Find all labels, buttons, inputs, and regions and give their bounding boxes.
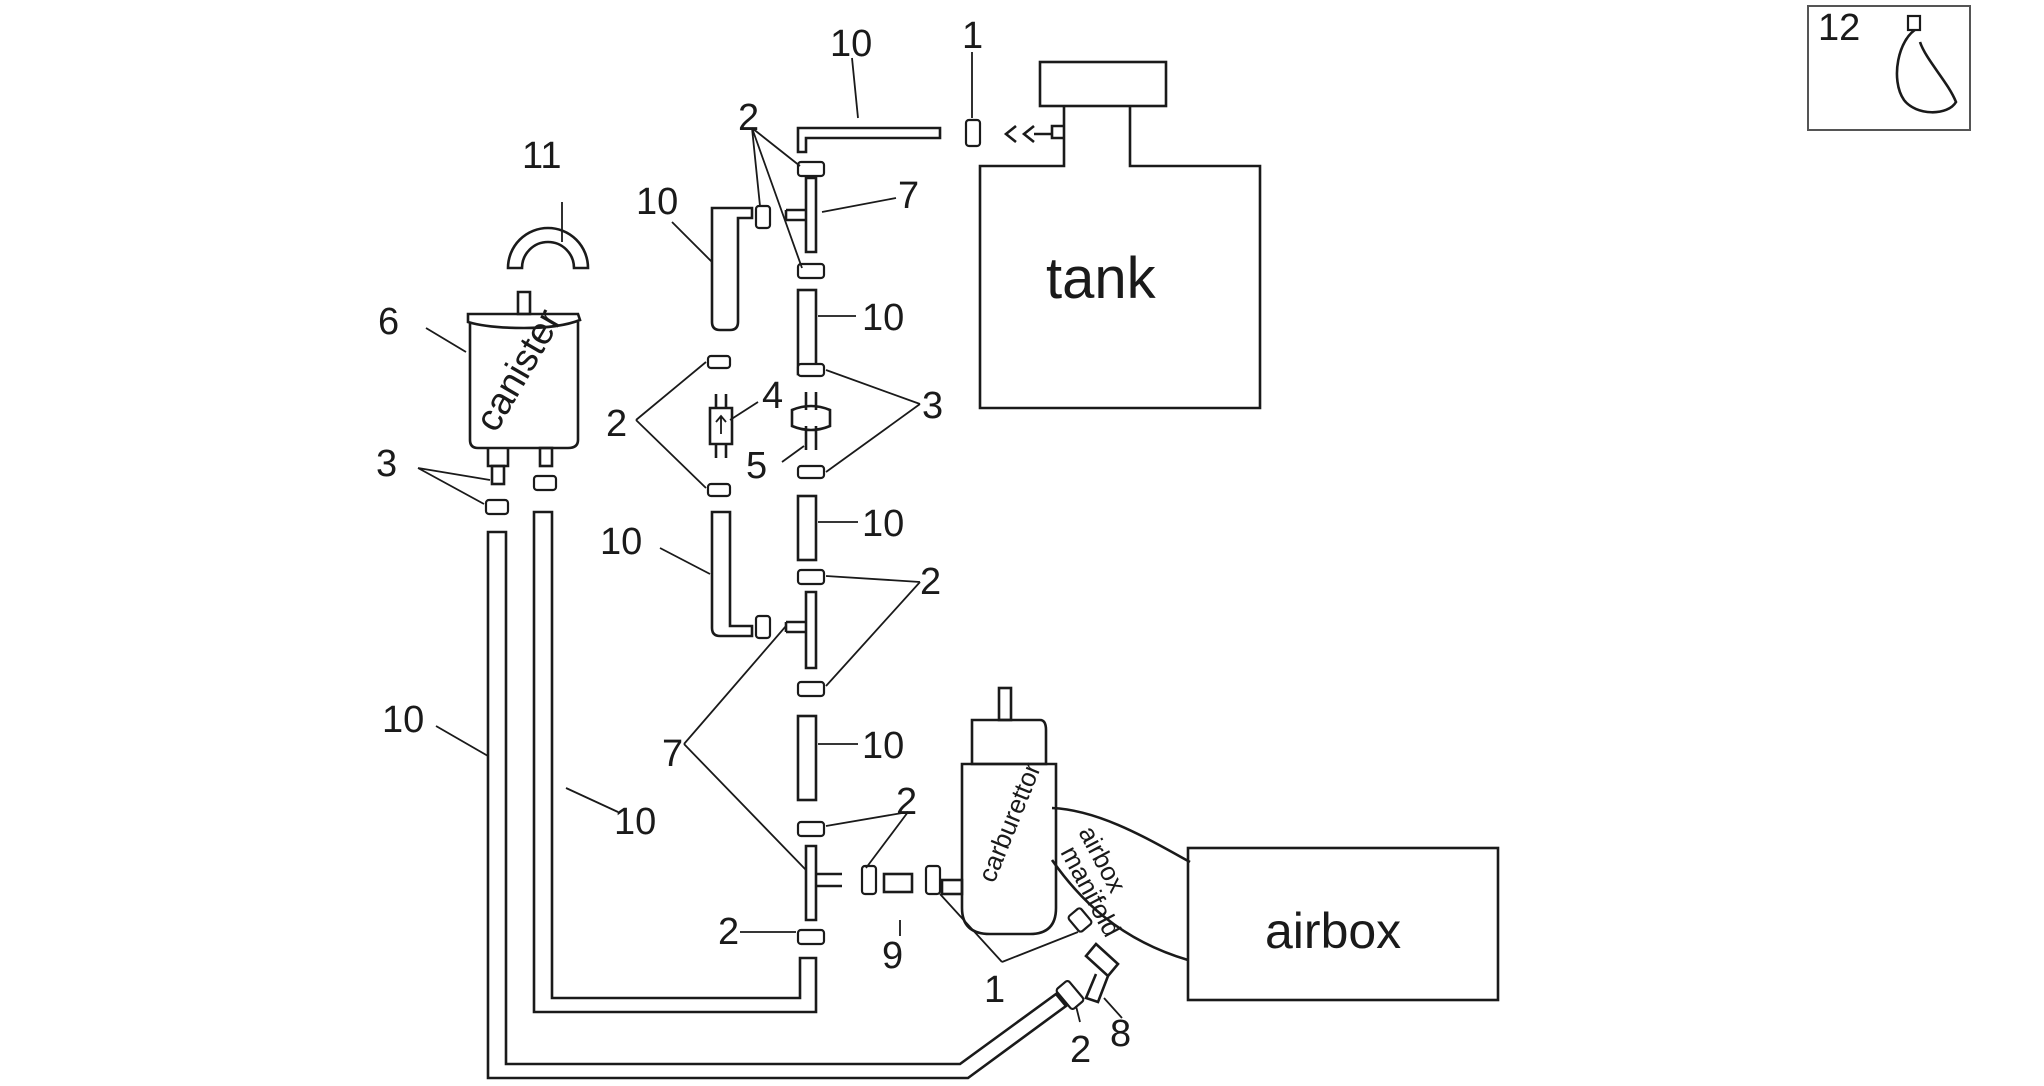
- clamps: [484, 118, 1093, 1010]
- callout-4: 4: [762, 375, 783, 417]
- airbox: airbox: [1186, 846, 1500, 1002]
- airbox-label: airbox: [1265, 903, 1401, 959]
- canister-label: canister: [467, 302, 570, 439]
- airbox-manifold: airbox manifold: [1050, 806, 1191, 962]
- callout-2-left: 2: [606, 403, 627, 445]
- callout-2-top: 2: [738, 97, 759, 139]
- callout-9: 9: [882, 935, 903, 977]
- callout-10-center-1: 10: [862, 297, 904, 339]
- carburettor: carburettor: [940, 686, 1058, 936]
- callout-2-bottom-left: 2: [718, 911, 739, 953]
- fittings: [708, 176, 1120, 1004]
- fuel-tank: tank: [978, 60, 1262, 410]
- callout-1-top: 1: [962, 15, 983, 57]
- callout-10-center-3: 10: [862, 725, 904, 767]
- callout-7-bottom: 7: [662, 733, 683, 775]
- callout-2-bottom-right: 2: [1070, 1029, 1091, 1071]
- callout-10-left-upper: 10: [636, 181, 678, 223]
- canister: canister: [466, 290, 582, 486]
- callout-5: 5: [746, 445, 767, 487]
- callout-3-right: 3: [922, 385, 943, 427]
- callout-10-long-left: 10: [382, 699, 424, 741]
- callout-7-top: 7: [898, 175, 919, 217]
- tank-label: tank: [1046, 246, 1157, 311]
- callout-8: 8: [1110, 1013, 1131, 1055]
- callout-numbers: 1 10 2 7 10 10 2 4 3 5 3 6 11 10 10 2 10…: [376, 7, 1860, 1071]
- leader-lines: [417, 52, 1123, 1023]
- callout-12: 12: [1818, 7, 1860, 49]
- callout-2-mid: 2: [920, 561, 941, 603]
- hoses: [486, 126, 1068, 1080]
- cap-11: [506, 226, 590, 270]
- callout-11: 11: [522, 135, 561, 177]
- callout-3-left: 3: [376, 443, 397, 485]
- callout-10-center-2: 10: [862, 503, 904, 545]
- callout-10-top: 10: [830, 23, 872, 65]
- callout-6: 6: [378, 301, 399, 343]
- carburettor-label: carburettor: [972, 758, 1047, 886]
- callout-10-long-right: 10: [614, 801, 656, 843]
- callout-2-lower: 2: [896, 781, 917, 823]
- callout-1-bottom: 1: [984, 969, 1005, 1011]
- callout-10-left-mid: 10: [600, 521, 642, 563]
- inset-box-12: [1807, 5, 1971, 131]
